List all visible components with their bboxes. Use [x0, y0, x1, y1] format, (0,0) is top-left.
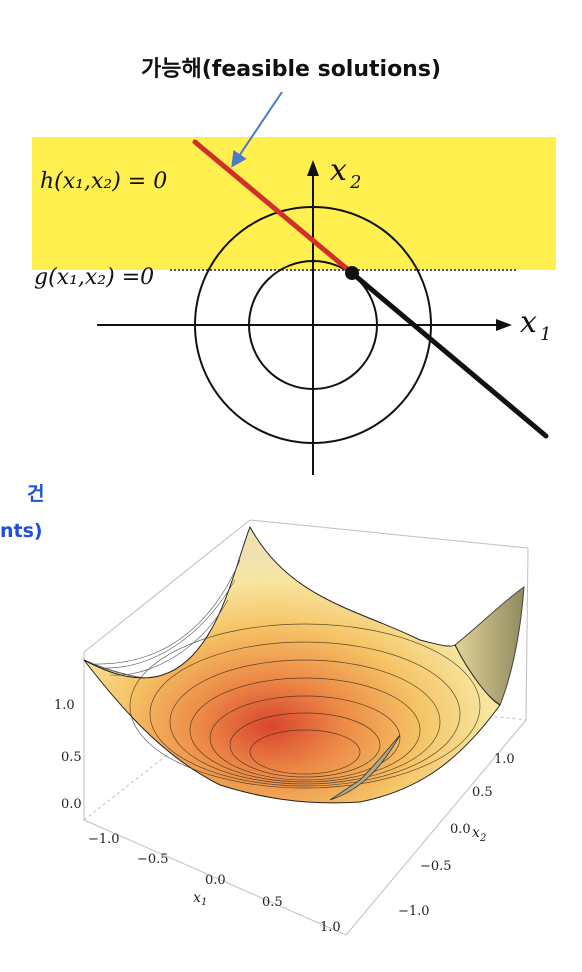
- x2-axis-title-sub: 2: [479, 833, 486, 844]
- z-tick-3: 0.0: [61, 797, 82, 812]
- x1-tick-2: −0.5: [137, 852, 169, 867]
- surface-bowl: [83, 525, 501, 804]
- x1-axis-label: x: [520, 305, 537, 340]
- x1-tick-1: −1.0: [88, 832, 120, 847]
- z-tick-1: 1.0: [54, 698, 75, 713]
- feasible-pointer-arrow: [231, 91, 283, 168]
- x2-axis-subscript: 2: [349, 172, 361, 193]
- x2-tick-1: 1.0: [494, 752, 515, 767]
- x2-axis-arrowhead: [307, 160, 319, 176]
- x1-axis-title: x: [193, 890, 201, 906]
- surface-contours: [129, 623, 481, 789]
- feasible-solutions-title: 가능해(feasible solutions): [141, 57, 441, 82]
- x2-tick-5: −1.0: [398, 904, 430, 919]
- x1-tick-5: 1.0: [320, 920, 341, 935]
- surface-plot: 1.0 0.5 0.0 −1.0 −0.5 0.0 0.5 1.0 x 1 1.…: [54, 519, 529, 936]
- optimum-point: [345, 266, 359, 280]
- h-constraint-label: h(x₁,x₂) = 0: [40, 169, 167, 194]
- x2-tick-3: 0.0: [450, 822, 471, 837]
- x2-tick-4: −0.5: [420, 859, 452, 874]
- side-label-line1: 건: [27, 483, 44, 505]
- x2-tick-2: 0.5: [472, 785, 493, 800]
- h-constraint-line: [349, 270, 549, 439]
- g-constraint-label: g(x₁,x₂) =0: [34, 265, 154, 290]
- x2-axis-title: x: [472, 825, 480, 841]
- side-label-line2: nts): [0, 520, 43, 542]
- x1-axis-title-sub: 1: [201, 897, 207, 908]
- x1-tick-3: 0.0: [205, 873, 226, 888]
- feasible-segment: [192, 139, 355, 276]
- z-tick-2: 0.5: [61, 750, 82, 765]
- x1-axis-subscript: 1: [540, 324, 551, 345]
- x1-axis-arrowhead: [496, 319, 512, 331]
- x2-axis-label: x: [330, 153, 347, 188]
- surface-fold: [329, 734, 401, 801]
- wing-contours: [94, 559, 241, 676]
- x1-tick-4: 0.5: [262, 895, 283, 910]
- feasible-region-band: [32, 137, 556, 270]
